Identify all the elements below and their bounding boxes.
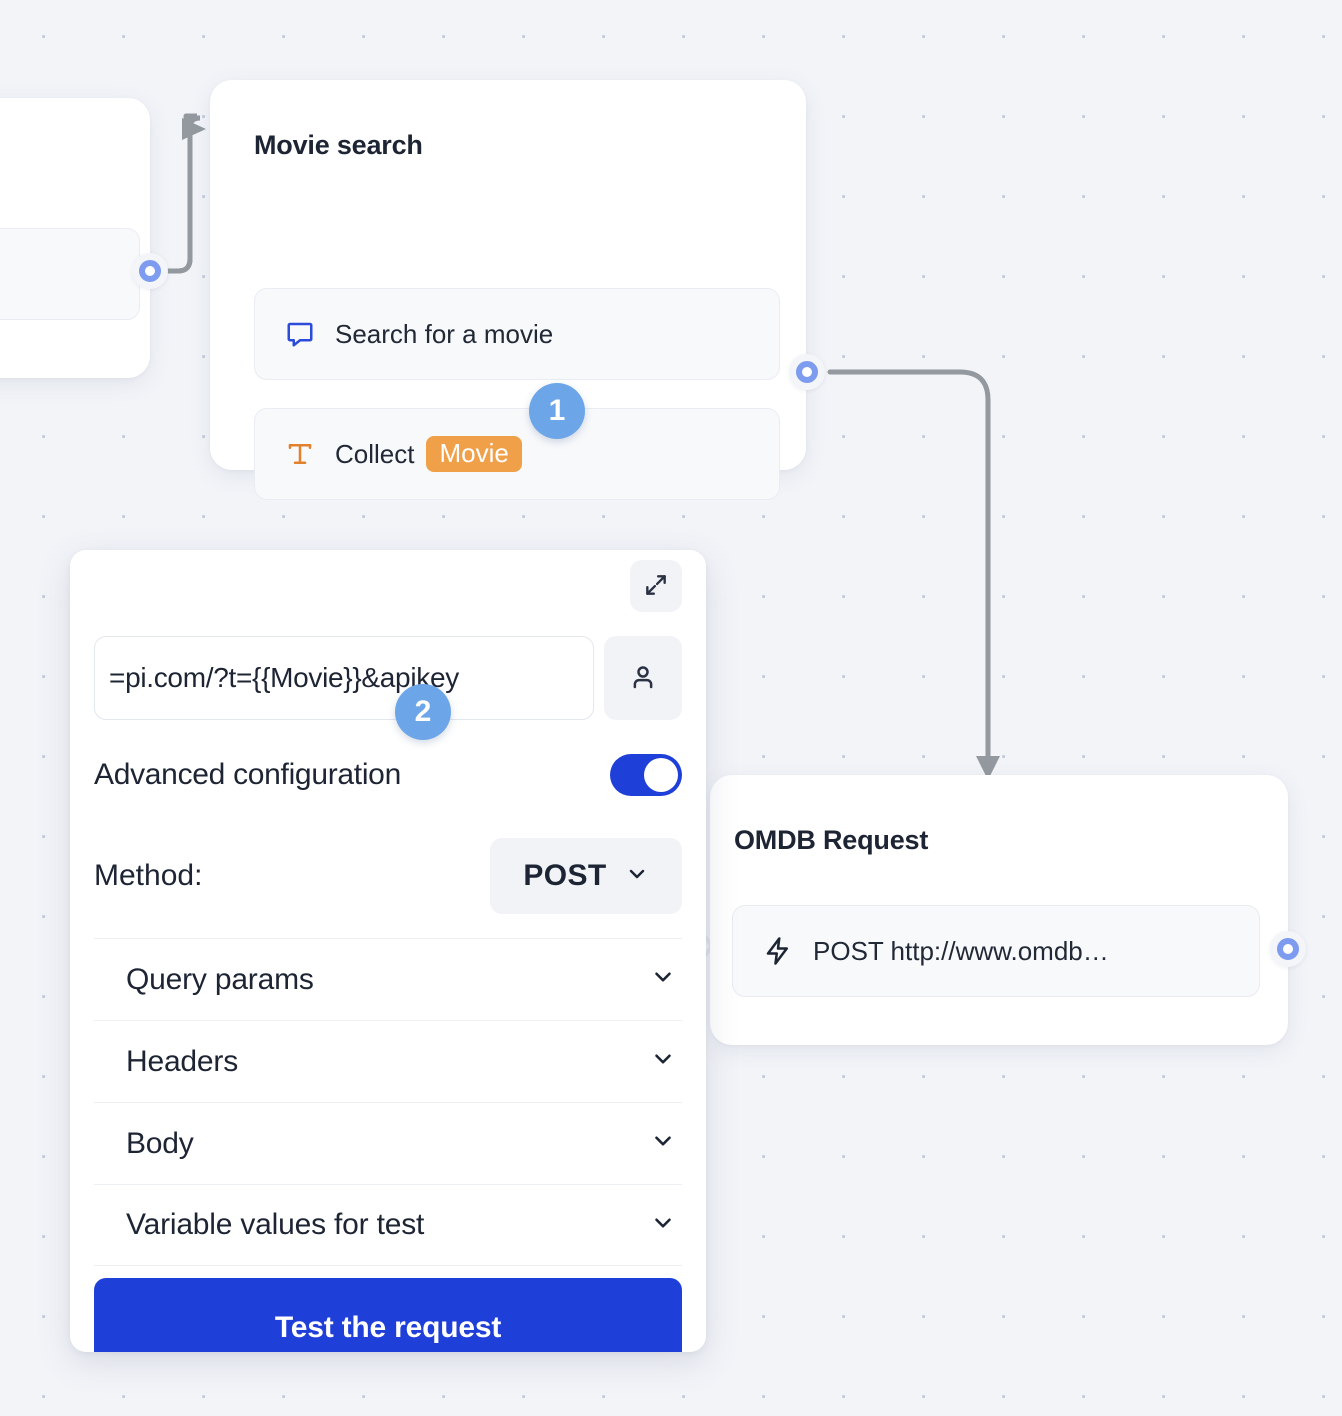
chevron-down-icon	[650, 1046, 676, 1077]
node-row-label: Search for a movie	[335, 318, 554, 349]
connection-handle-omdb-request[interactable]	[1270, 931, 1306, 967]
node-card-partial-left[interactable]	[0, 98, 150, 378]
accordion-item-query-params[interactable]: Query params	[94, 938, 682, 1020]
expand-diagonal-icon-button[interactable]	[630, 560, 682, 612]
chevron-down-icon	[650, 1128, 676, 1159]
request-config-panel[interactable]: Advanced configuration Method: POST Quer…	[70, 550, 706, 1352]
text-input-icon	[283, 437, 317, 471]
request-url-input[interactable]	[94, 636, 594, 720]
method-select-dropdown[interactable]: POST	[490, 838, 682, 914]
accordion-label: Variable values for test	[126, 1208, 425, 1241]
node-row-collect-movie[interactable]: Collect Movie	[254, 408, 780, 500]
expand-diagonal-icon	[643, 572, 669, 601]
step-badge-2: 2	[395, 684, 451, 740]
method-row: Method: POST	[94, 838, 682, 914]
method-label: Method:	[94, 859, 203, 892]
advanced-configuration-row[interactable]: Advanced configuration	[94, 746, 682, 804]
request-url-area[interactable]	[94, 636, 682, 720]
node-title-omdb-request: OMDB Request	[734, 825, 929, 855]
advanced-configuration-toggle[interactable]	[610, 754, 682, 796]
config-accordion: Query params Headers Body	[94, 938, 682, 1266]
accordion-label: Headers	[126, 1044, 238, 1078]
node-row-label: POST http://www.omdb…	[813, 935, 1109, 966]
authorization-person-icon-button[interactable]	[604, 636, 682, 720]
chevron-down-icon	[650, 964, 676, 995]
node-row-search-for-a-movie[interactable]: Search for a movie	[254, 288, 780, 380]
accordion-item-body[interactable]: Body	[94, 1102, 682, 1184]
person-icon	[628, 662, 658, 695]
method-selected-value: POST	[523, 859, 607, 892]
lightning-bolt-icon	[761, 934, 795, 968]
node-row-post-request[interactable]: POST http://www.omdb…	[732, 905, 1260, 997]
node-title-movie-search: Movie search	[254, 130, 423, 160]
node-card-movie-search[interactable]: Movie search Search for a movie Collect	[210, 80, 806, 500]
node-row-placeholder[interactable]	[0, 228, 140, 320]
message-bubble-icon	[283, 317, 317, 351]
connection-handle-movie-search[interactable]	[789, 354, 825, 390]
chevron-down-icon	[650, 1210, 676, 1241]
chevron-down-icon	[625, 862, 649, 891]
node-card-omdb-request[interactable]: OMDB Request POST http://www.omdb…	[710, 775, 1288, 1045]
node-row-label: Collect	[335, 438, 415, 469]
test-the-request-button[interactable]: Test the request	[94, 1278, 682, 1352]
step-badge-1: 1	[529, 383, 585, 439]
advanced-configuration-label: Advanced configuration	[94, 758, 401, 791]
connection-handle-left-node[interactable]	[132, 253, 168, 289]
accordion-label: Body	[126, 1126, 194, 1160]
accordion-item-headers[interactable]: Headers	[94, 1020, 682, 1102]
accordion-label: Query params	[126, 962, 314, 996]
variable-chip-movie[interactable]: Movie	[426, 436, 522, 472]
accordion-item-variable-values-for-test[interactable]: Variable values for test	[94, 1184, 682, 1266]
